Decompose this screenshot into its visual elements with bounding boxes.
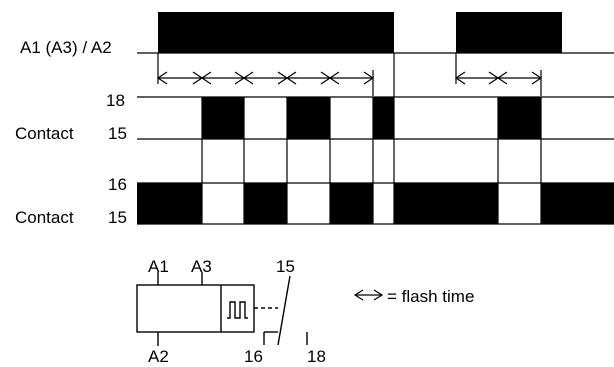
contact-upper-pulse-1 <box>202 97 244 139</box>
relay-a1-label: A1 <box>148 257 169 276</box>
relay-a2-label: A2 <box>148 347 169 366</box>
contact-lower-pulse-2 <box>244 183 287 224</box>
contact-upper-pulse-4 <box>498 97 541 139</box>
supply-row <box>137 12 614 54</box>
contact-lower-pulse-4 <box>394 183 498 224</box>
flash-time-arrows <box>156 53 543 96</box>
contact-18-15 <box>137 96 614 140</box>
terminal-18-label: 18 <box>106 91 125 110</box>
flash-time-arrow <box>200 71 246 85</box>
terminal-15-upper-label: 15 <box>108 124 127 143</box>
flash-time-arrow <box>496 71 543 85</box>
relay-15-label: 15 <box>276 257 295 276</box>
contact-upper-pulse-2 <box>287 97 330 139</box>
relay-18-label: 18 <box>307 347 326 366</box>
flash-time-legend-text: = flash time <box>387 287 474 306</box>
contact-15-lead <box>277 275 291 346</box>
relay-16-label: 16 <box>244 347 263 366</box>
terminal-16-label: 16 <box>108 175 127 194</box>
supply-pulse-2 <box>456 12 562 53</box>
contact-upper-pulse-3 <box>373 97 394 139</box>
contact-label-lower: Contact <box>15 208 74 227</box>
relay-symbol <box>136 272 308 346</box>
contact-lower-pulse-3 <box>330 183 373 224</box>
supply-label: A1 (A3) / A2 <box>20 38 112 57</box>
flash-time-arrow <box>156 71 204 85</box>
flash-time-arrow <box>285 71 332 85</box>
flash-time-arrow <box>328 71 375 85</box>
contact-lower-pulse-1 <box>137 183 202 224</box>
flash-time-arrow <box>454 71 500 85</box>
supply-pulse-1 <box>158 12 394 53</box>
contact-label-upper: Contact <box>15 124 74 143</box>
flash-time-arrow <box>242 71 289 85</box>
contact-16-15 <box>137 182 614 225</box>
contact-lower-pulse-5 <box>541 183 614 224</box>
relay-a3-label: A3 <box>191 257 212 276</box>
pulse-train-icon <box>227 301 248 319</box>
terminal-15-lower-label: 15 <box>108 208 127 227</box>
flash-time-legend-icon <box>353 289 384 301</box>
relay-coil-box <box>136 284 255 333</box>
